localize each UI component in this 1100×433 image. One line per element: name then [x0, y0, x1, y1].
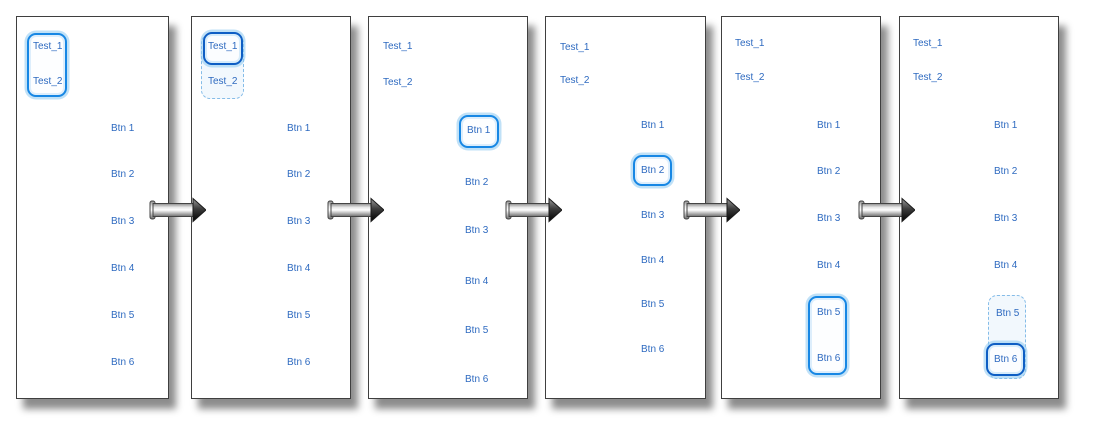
selection-frame	[459, 115, 499, 148]
test-label[interactable]: Test_2	[735, 72, 765, 83]
button-label[interactable]: Btn 1	[641, 120, 665, 131]
test-label[interactable]: Test_2	[560, 75, 590, 86]
selection-frame-active	[986, 343, 1025, 376]
button-label[interactable]: Btn 4	[817, 260, 841, 271]
test-label[interactable]: Test_1	[383, 41, 413, 52]
screen-panel-4: Test_1 Test_2 Btn 1 Btn 2 Btn 3 Btn 4 Bt…	[545, 16, 706, 399]
button-label[interactable]: Btn 6	[287, 357, 311, 368]
button-label[interactable]: Btn 4	[994, 260, 1018, 271]
button-label[interactable]: Btn 4	[641, 255, 665, 266]
button-label[interactable]: Btn 3	[111, 216, 135, 227]
button-label[interactable]: Btn 5	[996, 308, 1020, 319]
button-label[interactable]: Btn 5	[465, 325, 489, 336]
transition-arrow-icon	[683, 197, 740, 223]
button-label[interactable]: Btn 5	[287, 310, 311, 321]
test-label[interactable]: Test_1	[208, 41, 238, 52]
screen-panel-3: Test_1 Test_2 Btn 1 Btn 2 Btn 3 Btn 4 Bt…	[368, 16, 528, 399]
button-label[interactable]: Btn 2	[465, 177, 489, 188]
button-label[interactable]: Btn 6	[465, 374, 489, 385]
button-label[interactable]: Btn 3	[641, 210, 665, 221]
screen-panel-6: Test_1 Test_2 Btn 1 Btn 2 Btn 3 Btn 4 Bt…	[899, 16, 1059, 399]
screen-panel-2: Test_1 Test_2 Btn 1 Btn 2 Btn 3 Btn 4 Bt…	[191, 16, 351, 399]
button-label[interactable]: Btn 2	[641, 165, 665, 176]
test-label[interactable]: Test_2	[208, 76, 238, 87]
button-label[interactable]: Btn 2	[111, 169, 135, 180]
selection-frame	[633, 155, 672, 186]
button-label[interactable]: Btn 1	[467, 125, 491, 136]
button-label[interactable]: Btn 4	[111, 263, 135, 274]
button-label[interactable]: Btn 1	[111, 123, 135, 134]
transition-arrow-icon	[858, 197, 915, 223]
button-label[interactable]: Btn 6	[111, 357, 135, 368]
button-label[interactable]: Btn 6	[817, 353, 841, 364]
button-label[interactable]: Btn 4	[465, 276, 489, 287]
transition-arrow-icon	[149, 197, 206, 223]
button-label[interactable]: Btn 5	[817, 307, 841, 318]
selection-frame	[27, 33, 67, 97]
button-label[interactable]: Btn 3	[994, 213, 1018, 224]
test-label[interactable]: Test_1	[913, 38, 943, 49]
button-label[interactable]: Btn 5	[641, 299, 665, 310]
button-label[interactable]: Btn 1	[287, 123, 311, 134]
transition-arrow-icon	[505, 197, 562, 223]
test-label[interactable]: Test_2	[383, 77, 413, 88]
button-label[interactable]: Btn 2	[994, 166, 1018, 177]
button-label[interactable]: Btn 6	[994, 354, 1018, 365]
selection-frame-active	[203, 32, 243, 65]
button-label[interactable]: Btn 4	[287, 263, 311, 274]
test-label[interactable]: Test_1	[560, 42, 590, 53]
selection-frame	[808, 296, 847, 375]
test-label[interactable]: Test_2	[913, 72, 943, 83]
screen-panel-5: Test_1 Test_2 Btn 1 Btn 2 Btn 3 Btn 4 Bt…	[721, 16, 881, 399]
button-label[interactable]: Btn 2	[287, 169, 311, 180]
button-label[interactable]: Btn 3	[465, 225, 489, 236]
button-label[interactable]: Btn 3	[287, 216, 311, 227]
button-label[interactable]: Btn 6	[641, 344, 665, 355]
test-label[interactable]: Test_1	[735, 38, 765, 49]
button-label[interactable]: Btn 1	[994, 120, 1018, 131]
test-label[interactable]: Test_2	[33, 76, 63, 87]
test-label[interactable]: Test_1	[33, 41, 63, 52]
transition-arrow-icon	[327, 197, 384, 223]
button-label[interactable]: Btn 2	[817, 166, 841, 177]
screen-panel-1: Test_1 Test_2 Btn 1 Btn 2 Btn 3 Btn 4 Bt…	[16, 16, 169, 399]
button-label[interactable]: Btn 3	[817, 213, 841, 224]
button-label[interactable]: Btn 1	[817, 120, 841, 131]
button-label[interactable]: Btn 5	[111, 310, 135, 321]
